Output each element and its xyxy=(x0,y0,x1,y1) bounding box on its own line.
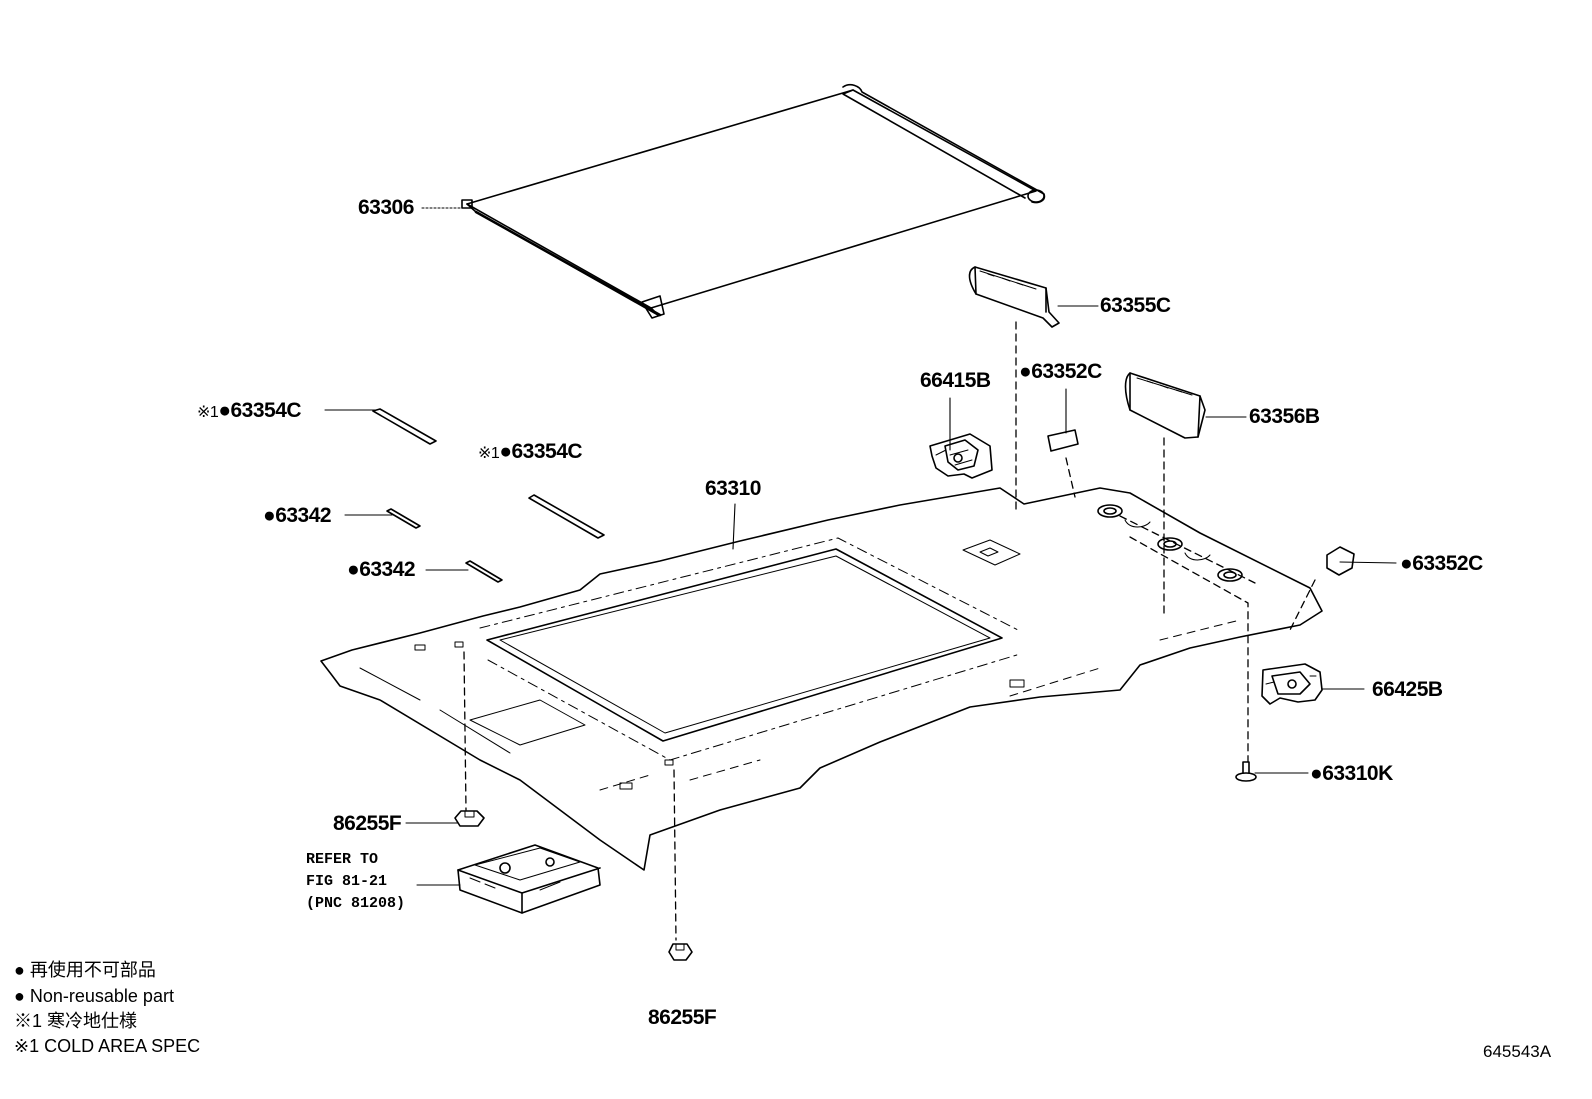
cold-area-strip-part-b xyxy=(528,494,605,539)
clip-part-b xyxy=(668,943,693,961)
refer-note: REFER TO FIG 81-21 (PNC 81208) xyxy=(306,849,405,915)
label-63354c-b: ※1●63354C xyxy=(478,440,583,463)
non-reusable-bullet-icon: ● xyxy=(347,558,360,581)
rear-cover-part xyxy=(968,266,1060,328)
dome-lamp-part xyxy=(457,844,601,914)
part-number: 63342 xyxy=(275,504,332,527)
label-63306: 63306 xyxy=(358,196,414,219)
label-63352c-right: ●63352C xyxy=(1400,553,1483,574)
non-reusable-bullet-icon: ● xyxy=(499,440,512,463)
legend-non-reusable-en: ● Non-reusable part xyxy=(14,986,174,1006)
part-number: 63352C xyxy=(1412,552,1483,575)
label-66415b: 66415B xyxy=(920,369,991,392)
label-86255f-b: 86255F xyxy=(648,1006,717,1029)
diagram-id: 645543A xyxy=(1483,1042,1552,1061)
label-63352c-top: ●63352C xyxy=(1019,361,1102,382)
refer-line-1: REFER TO xyxy=(306,851,379,868)
label-63342-a: ●63342 xyxy=(263,504,332,527)
non-reusable-bullet-icon: ● xyxy=(1400,552,1413,575)
legend-non-reusable-jp: ● 再使用不可部品 xyxy=(14,960,156,980)
refer-line-2: FIG 81-21 xyxy=(306,873,388,890)
rear-bracket-part xyxy=(1261,663,1323,705)
part-number: 63342 xyxy=(359,558,416,581)
clip-part xyxy=(1235,761,1257,782)
part-number: 63354C xyxy=(511,440,583,463)
label-86255f-a: 86255F xyxy=(333,812,402,835)
non-reusable-bullet-icon: ● xyxy=(1310,762,1323,785)
label-63355c: 63355C xyxy=(1100,294,1171,317)
legend-cold-area-jp: ※1 寒冷地仕様 xyxy=(14,1011,138,1031)
non-reusable-bullet-icon: ● xyxy=(263,504,276,527)
hex-pad-part xyxy=(1326,546,1355,576)
part-number: 63352C xyxy=(1031,360,1102,383)
refer-line-3: (PNC 81208) xyxy=(306,895,406,912)
legend-cold-area-en: ※1 COLD AREA SPEC xyxy=(14,1036,201,1056)
non-reusable-bullet-icon: ● xyxy=(218,399,231,422)
small-strip-part-b xyxy=(465,560,503,583)
part-number: 63354C xyxy=(230,399,302,422)
label-63354c-a: ※1●63354C xyxy=(197,399,302,422)
label-63310: 63310 xyxy=(705,477,761,500)
cold-area-note-icon: ※1 xyxy=(197,404,219,421)
side-cover-part xyxy=(1124,372,1206,439)
small-strip-part-a xyxy=(386,508,421,529)
label-63342-b: ●63342 xyxy=(347,558,416,581)
sunshade-roller-part xyxy=(461,84,1046,319)
label-63310k: ●63310K xyxy=(1310,763,1393,784)
clip-part-a xyxy=(454,810,485,827)
label-63356b: 63356B xyxy=(1249,405,1320,428)
cold-area-note-icon: ※1 xyxy=(478,445,500,462)
part-number: 63310K xyxy=(1322,762,1393,785)
label-66425b: 66425B xyxy=(1372,678,1443,701)
assist-grip-bracket-part xyxy=(929,433,993,479)
cold-area-strip-part-a xyxy=(372,408,437,445)
roof-headliner-part xyxy=(320,487,1323,871)
small-pad-part xyxy=(1047,429,1079,452)
non-reusable-bullet-icon: ● xyxy=(1019,360,1032,383)
